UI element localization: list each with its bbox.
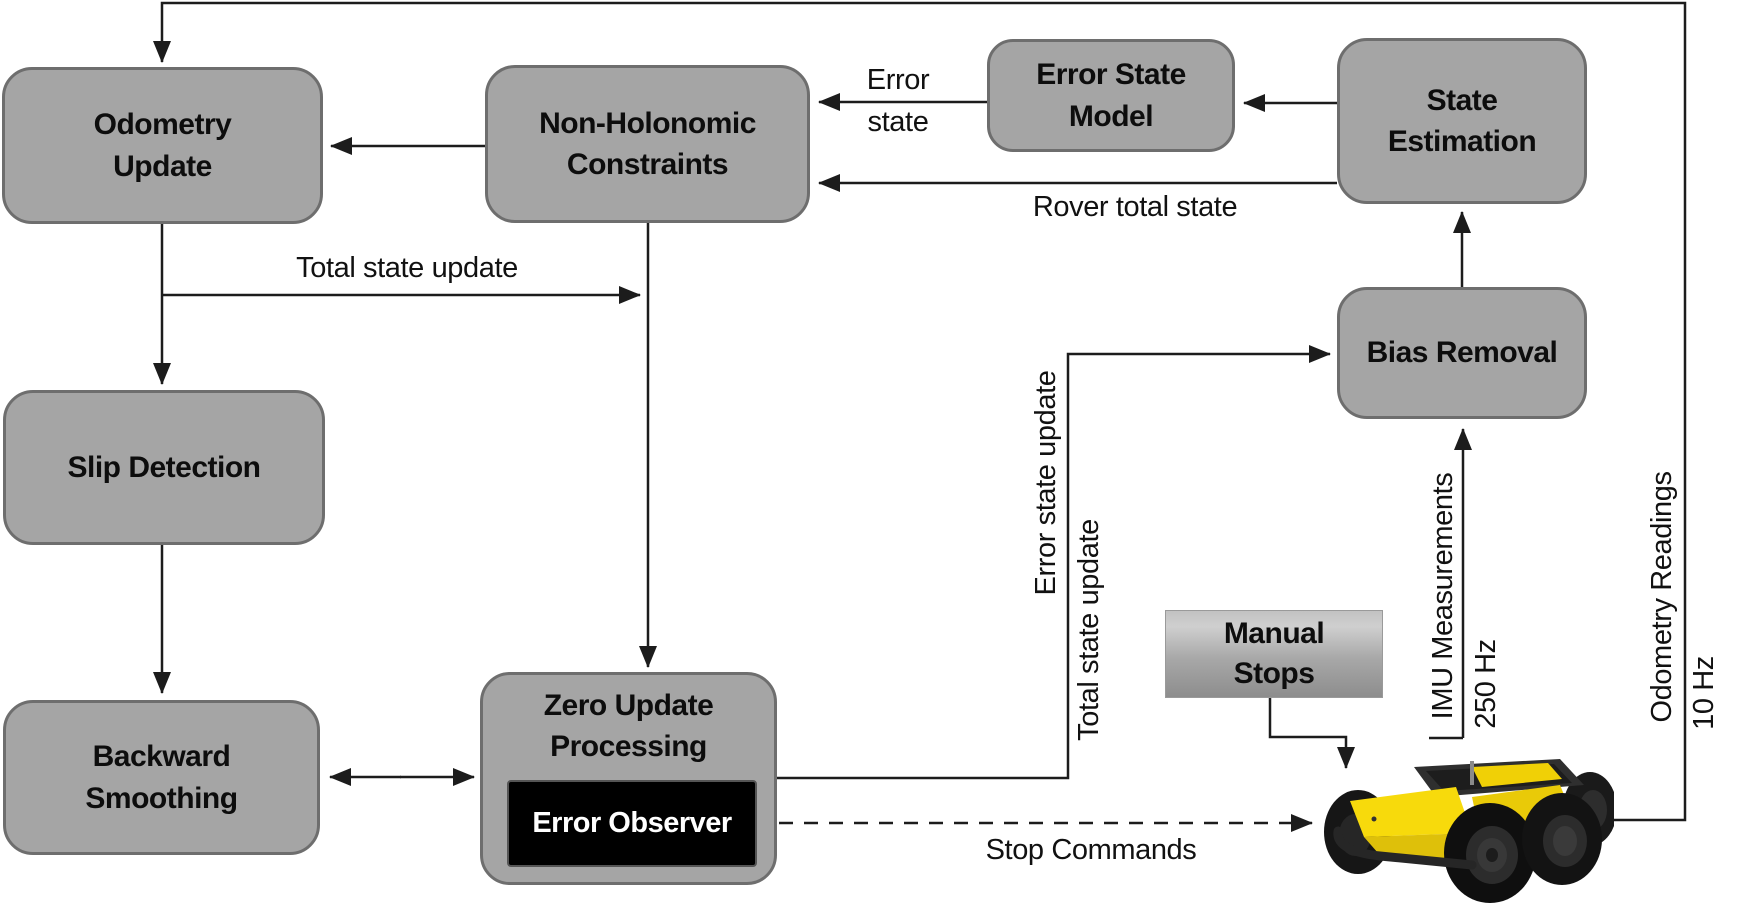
edge-label-imu-rate: 250 Hz (1469, 639, 1502, 729)
edge-label-imu-measurements: IMU Measurements (1426, 472, 1459, 720)
node-odometry-update: Odometry Update (2, 67, 323, 224)
edge-label-rover-total-state: Rover total state (1032, 190, 1238, 223)
edge-label-error-state: Error state (866, 63, 930, 138)
node-backward-smoothing: Backward Smoothing (3, 700, 320, 855)
arrow-manualstops-to-rover (1268, 698, 1355, 769)
arrow-zeroupdate-to-biasremoval (777, 345, 1331, 780)
node-state-estimation: State Estimation (1337, 38, 1587, 204)
edge-label-total-state-update: Total state update (296, 251, 518, 284)
node-bias-removal: Bias Removal (1337, 287, 1587, 419)
node-manual-stops: Manual Stops (1165, 610, 1383, 698)
edge-label-odometry-readings: Odometry Readings (1645, 471, 1678, 723)
edge-label-error-state-update: Error state update (1029, 370, 1062, 596)
edge-label-total-state-update-vertical: Total state update (1072, 519, 1105, 741)
node-error-state-model: Error State Model (987, 39, 1235, 152)
arrow-odometry-feedback-loop (153, 1, 1687, 822)
node-slip-detection: Slip Detection (3, 390, 325, 545)
node-error-observer: Error Observer (507, 780, 757, 867)
node-non-holonomic-constraints: Non-Holonomic Constraints (485, 65, 810, 223)
edge-label-odometry-rate: 10 Hz (1687, 656, 1720, 730)
edge-label-stop-commands: Stop Commands (985, 833, 1197, 866)
rover-image (1324, 759, 1614, 903)
